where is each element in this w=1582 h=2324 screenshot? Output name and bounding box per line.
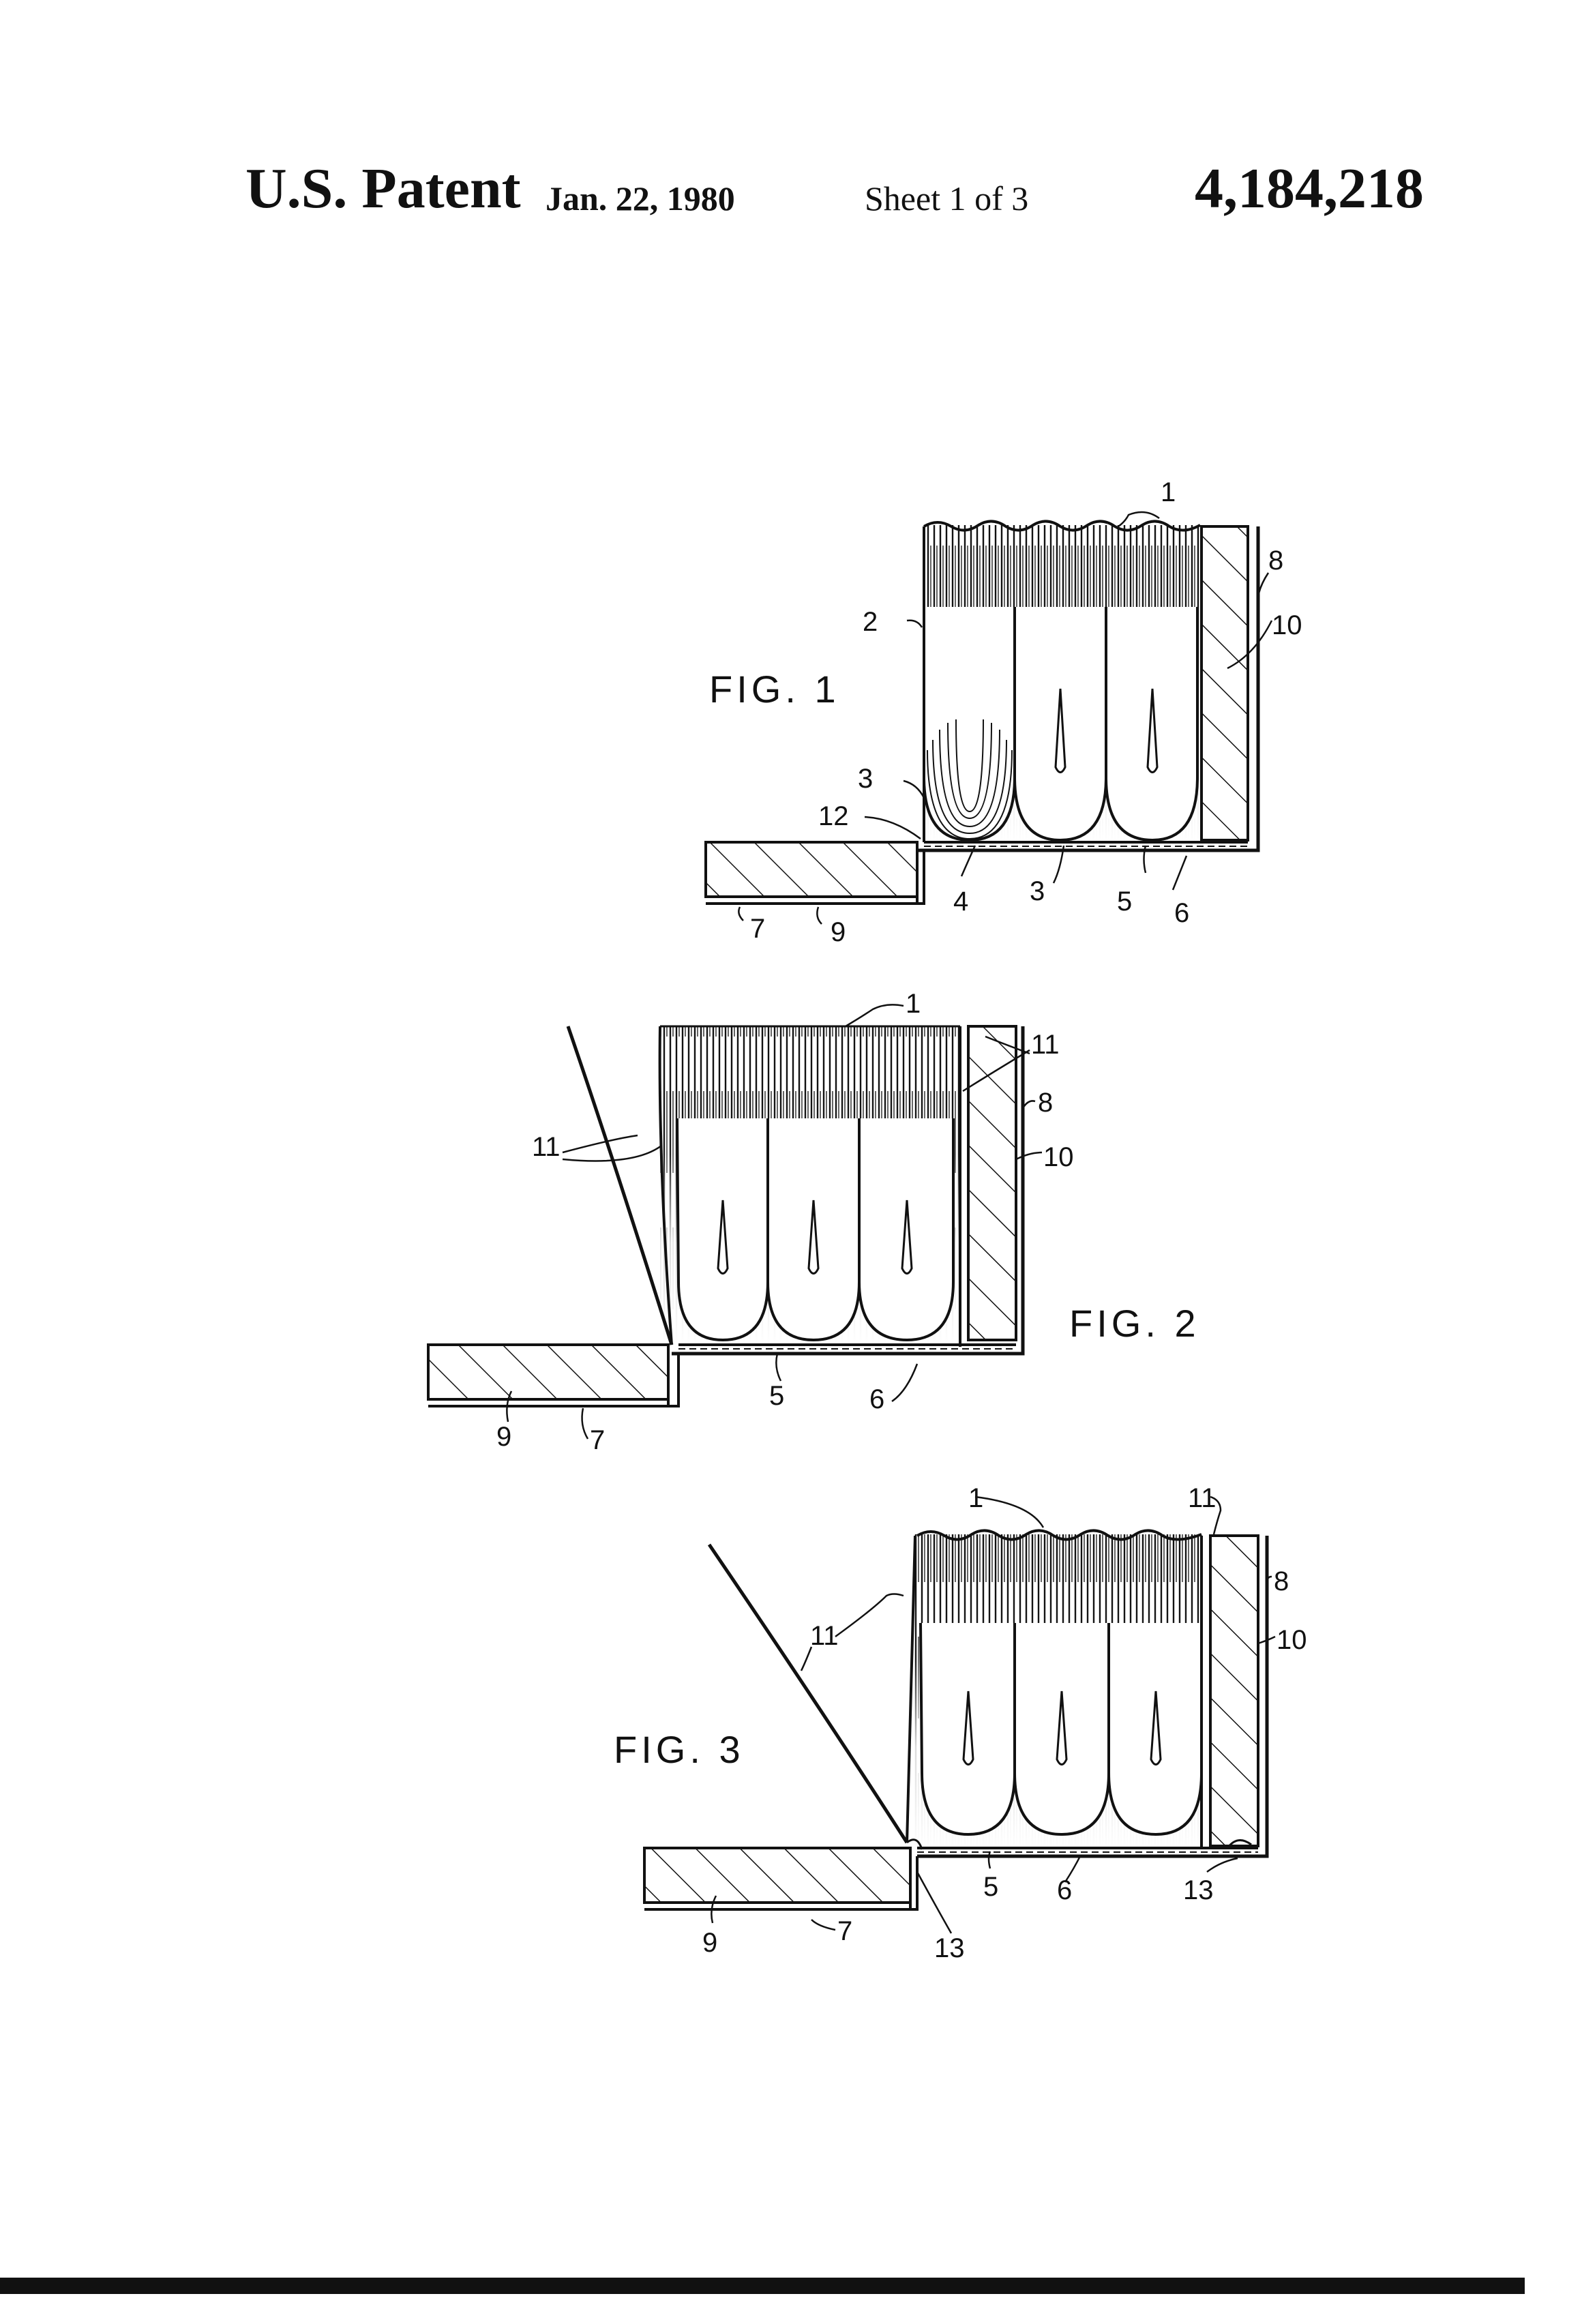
ref-numeral: 11 <box>532 1132 561 1162</box>
figure-2: FIG. 2 1 11 11 8 10 5 6 9 7 <box>427 989 1200 1455</box>
ref-numeral: 1 <box>906 989 921 1019</box>
ref-numeral: 1 <box>968 1483 983 1513</box>
ref-numeral: 11 <box>1188 1483 1217 1513</box>
ref-numeral: 6 <box>1057 1875 1072 1905</box>
ref-numeral: 7 <box>590 1425 605 1455</box>
ref-numeral: 11 <box>1031 1030 1060 1060</box>
patent-date: Jan. 22, 1980 <box>546 179 735 218</box>
ref-numeral: 8 <box>1274 1566 1289 1596</box>
figure-label: FIG. 2 <box>1069 1302 1200 1345</box>
ref-numeral: 11 <box>810 1621 839 1651</box>
ref-numeral: 6 <box>869 1384 884 1414</box>
ref-numeral: 8 <box>1268 546 1283 576</box>
ref-numeral: 5 <box>1117 887 1132 917</box>
figure-3: FIG. 3 1 11 11 8 10 5 6 13 13 9 7 <box>614 1483 1307 1963</box>
ref-numeral: 10 <box>1277 1625 1307 1655</box>
figure-label: FIG. 3 <box>614 1728 745 1771</box>
ref-numeral: 5 <box>983 1872 998 1902</box>
ref-numeral: 9 <box>496 1422 511 1452</box>
ref-numeral: 6 <box>1174 898 1189 928</box>
loop-detail-hatching <box>927 719 1013 840</box>
ref-numeral: 1 <box>1161 477 1176 507</box>
ref-numeral: 7 <box>837 1916 852 1946</box>
wall-member <box>1200 525 1249 841</box>
ref-numeral: 3 <box>858 764 873 794</box>
ref-numeral: 10 <box>1043 1142 1074 1172</box>
ref-numeral: 4 <box>953 887 968 917</box>
ref-numeral: 3 <box>1030 876 1045 906</box>
ref-numeral: 2 <box>863 607 878 637</box>
ref-numeral: 9 <box>702 1928 717 1958</box>
sheet-indicator: Sheet 1 of 3 <box>865 179 1029 218</box>
figure-label: FIG. 1 <box>709 668 840 711</box>
ref-numeral: 10 <box>1272 610 1302 640</box>
bottom-rule <box>0 2278 1525 2294</box>
ref-numeral: 8 <box>1038 1088 1053 1118</box>
ref-numeral: 13 <box>934 1933 965 1963</box>
patent-office-label: U.S. Patent <box>245 157 521 220</box>
ref-numeral: 7 <box>750 914 765 944</box>
ref-numeral: 9 <box>831 917 846 947</box>
ref-numeral: 13 <box>1183 1875 1214 1905</box>
figure-1: FIG. 1 1 2 3 12 4 3 5 6 8 10 7 9 <box>704 477 1302 947</box>
patent-number: 4,184,218 <box>1195 157 1424 220</box>
ref-numeral: 12 <box>818 801 849 831</box>
ref-numeral: 5 <box>769 1381 784 1411</box>
substrate <box>704 841 919 898</box>
